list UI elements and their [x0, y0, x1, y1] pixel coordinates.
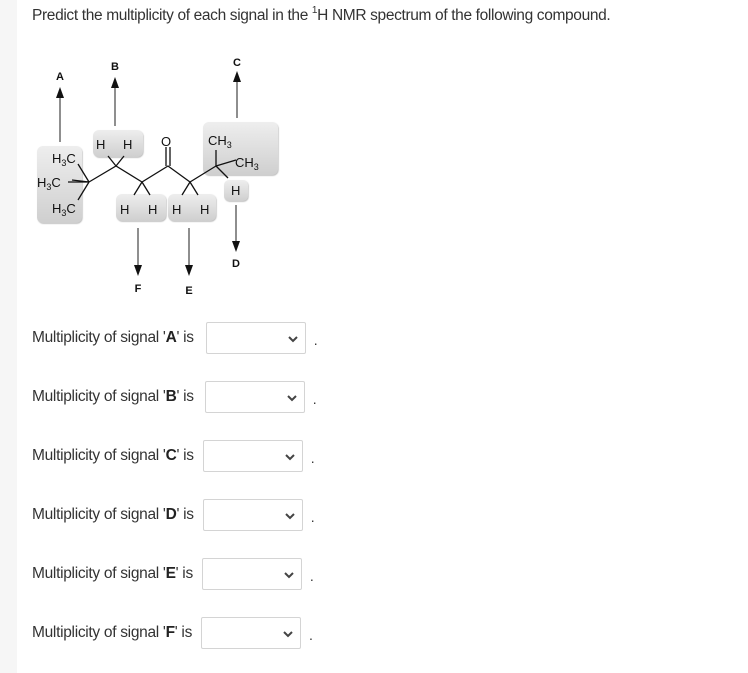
atom-labels: H3C H3C H3C H H O H H H H CH3 CH3 H — [37, 133, 259, 218]
h-e1: H — [172, 202, 181, 217]
highlight-b — [93, 130, 143, 157]
bond-lines — [68, 147, 237, 201]
multiplicity-select-f[interactable] — [201, 617, 302, 649]
signal-label-e: E — [185, 285, 192, 297]
highlight-d — [224, 180, 248, 201]
highlight-a — [37, 146, 82, 223]
row-signal-d: Multiplicity of signal 'D' is . — [32, 498, 315, 532]
arrow-up-c-icon — [233, 71, 241, 82]
methyl-bot-label: H3C — [52, 201, 76, 218]
h-b1: H — [96, 137, 105, 152]
question-prefix: Predict the multiplicity of each signal … — [32, 7, 312, 25]
signal-label-f: F — [135, 283, 142, 295]
row-label: Multiplicity of signal 'E' is — [32, 565, 193, 582]
multiplicity-select-a[interactable] — [205, 322, 306, 354]
multiplicity-select-e[interactable] — [201, 558, 302, 590]
multiplicity-select-d[interactable] — [202, 499, 303, 531]
methyl-top-label: H3C — [52, 151, 76, 168]
h-d: H — [231, 183, 240, 198]
signal-label-a: A — [56, 71, 64, 83]
ch3-top-label: CH3 — [208, 133, 232, 150]
arrow-up-b-icon — [111, 77, 119, 88]
chevron-down-icon — [285, 454, 295, 461]
multiplicity-select-b[interactable] — [204, 381, 305, 413]
row-signal-a: Multiplicity of signal 'A' is . — [32, 321, 318, 355]
row-label: Multiplicity of signal 'D' is — [32, 506, 194, 523]
period: . — [309, 568, 314, 584]
left-gutter — [0, 0, 17, 673]
highlight-boxes — [37, 122, 278, 223]
period: . — [312, 391, 317, 407]
row-signal-f: Multiplicity of signal 'F' is . — [32, 616, 313, 650]
row-label: Multiplicity of signal 'F' is — [32, 624, 193, 641]
row-signal-e: Multiplicity of signal 'E' is . — [32, 557, 314, 591]
period: . — [310, 450, 315, 466]
arrow-down-e-icon — [185, 265, 193, 276]
row-label: Multiplicity of signal 'B' is — [32, 388, 194, 405]
multiplicity-select-c[interactable] — [202, 440, 303, 472]
question-prompt: Predict the multiplicity of each signal … — [32, 5, 611, 25]
signal-arrows — [56, 71, 241, 276]
highlight-f — [116, 194, 166, 221]
period: . — [313, 332, 318, 348]
highlight-e — [168, 194, 216, 221]
arrow-down-f-icon — [134, 265, 142, 276]
ch3-right-label: CH3 — [235, 155, 259, 172]
h-e2: H — [200, 202, 209, 217]
row-signal-c: Multiplicity of signal 'C' is . — [32, 439, 315, 473]
isotope-superscript: 1 — [311, 5, 318, 16]
h-b2: H — [123, 137, 132, 152]
chevron-down-icon — [288, 336, 298, 343]
highlight-c — [203, 122, 278, 175]
signal-label-d: D — [232, 258, 240, 270]
row-label: Multiplicity of signal 'C' is — [32, 447, 194, 464]
signal-label-b: B — [111, 61, 119, 73]
h-f2: H — [148, 202, 157, 217]
chevron-down-icon — [287, 395, 297, 402]
chevron-down-icon — [285, 513, 295, 520]
chevron-down-icon — [283, 631, 293, 638]
row-signal-b: Multiplicity of signal 'B' is . — [32, 380, 317, 414]
chevron-down-icon — [284, 572, 294, 579]
question-suffix: H NMR spectrum of the following compound… — [317, 7, 611, 25]
period: . — [309, 627, 313, 643]
signal-label-c: C — [233, 57, 241, 69]
row-label: Multiplicity of signal 'A' is — [32, 329, 194, 346]
methyl-mid-label: H3C — [37, 175, 61, 192]
arrow-down-d-icon — [232, 241, 240, 252]
arrow-up-a-icon — [56, 87, 64, 98]
molecule-diagram: H3C H3C H3C H H O H H H H CH3 CH3 H A B … — [37, 57, 278, 297]
h-f1: H — [120, 202, 129, 217]
oxygen-label: O — [161, 134, 171, 149]
period: . — [310, 509, 315, 525]
